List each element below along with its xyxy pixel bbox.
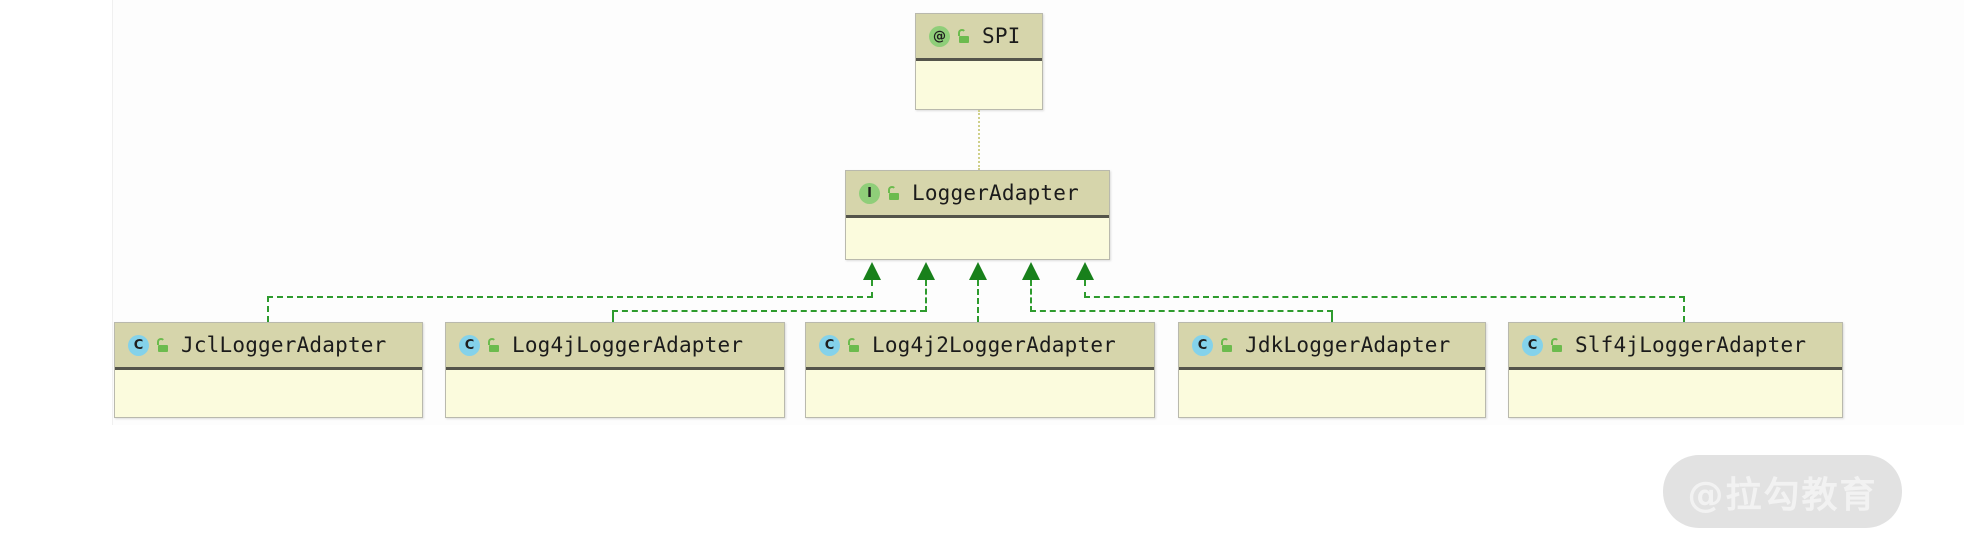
connector-slf4j-riser [1683,296,1685,322]
uml-node-header: C Log4j2LoggerAdapter [806,323,1154,370]
realization-arrowhead-jcl [863,262,881,280]
uml-node-header: C Log4jLoggerAdapter [446,323,784,370]
uml-node-header: @ SPI [916,14,1042,61]
realization-arrowhead-log4j2 [969,262,987,280]
uml-node-title: LoggerAdapter [912,181,1079,205]
watermark-badge: @拉勾教育 [1663,455,1902,528]
connector-jdk-riser [1331,310,1333,322]
uml-node-header: C Slf4jLoggerAdapter [1509,323,1842,370]
uml-node-title: Log4jLoggerAdapter [512,333,744,357]
class-icon: C [1192,334,1213,356]
uml-node-header: I LoggerAdapter [846,171,1109,218]
uml-node-members [916,61,1042,108]
class-icon: C [819,334,840,356]
unlock-icon [1220,338,1233,352]
uml-node-members [806,370,1154,416]
connector-jcl-drop [871,280,873,298]
connector-log4j2-vertical [977,280,979,322]
uml-node-members [446,370,784,416]
realization-arrowhead-log4j [917,262,935,280]
uml-node-header: C JdkLoggerAdapter [1179,323,1485,370]
connector-spi-to-loggeradapter [978,110,980,170]
connector-jcl-riser [267,296,269,322]
watermark-text: @拉勾教育 [1687,474,1878,516]
uml-node-jdk-logger-adapter[interactable]: C JdkLoggerAdapter [1178,322,1486,418]
annotation-icon: @ [929,25,950,47]
uml-node-members [115,370,422,416]
uml-node-title: JdkLoggerAdapter [1245,333,1451,357]
uml-node-title: SPI [982,24,1021,48]
connector-slf4j-drop [1084,280,1086,298]
interface-icon: I [859,182,880,204]
uml-node-members [1179,370,1485,416]
connector-jdk-horizontal [1030,310,1333,312]
class-icon: C [1522,334,1543,356]
unlock-icon [887,186,900,200]
uml-node-header: C JclLoggerAdapter [115,323,422,370]
unlock-icon [156,338,169,352]
realization-arrowhead-jdk [1022,262,1040,280]
uml-node-members [1509,370,1842,416]
unlock-icon [487,338,500,352]
uml-node-logger-adapter[interactable]: I LoggerAdapter [845,170,1110,260]
connector-log4j-drop [925,280,927,312]
uml-node-log4j-logger-adapter[interactable]: C Log4jLoggerAdapter [445,322,785,418]
connector-log4j-riser [612,310,614,322]
connector-log4j-horizontal [612,310,926,312]
connector-slf4j-horizontal [1084,296,1685,298]
class-icon: C [128,334,149,356]
uml-node-title: Log4j2LoggerAdapter [872,333,1117,357]
uml-node-jcl-logger-adapter[interactable]: C JclLoggerAdapter [114,322,423,418]
connector-jcl-horizontal [267,296,873,298]
unlock-icon [957,29,970,43]
unlock-icon [847,338,860,352]
uml-node-title: JclLoggerAdapter [181,333,387,357]
realization-arrowhead-slf4j [1076,262,1094,280]
uml-node-title: Slf4jLoggerAdapter [1575,333,1807,357]
uml-node-slf4j-logger-adapter[interactable]: C Slf4jLoggerAdapter [1508,322,1843,418]
class-icon: C [459,334,480,356]
uml-node-spi[interactable]: @ SPI [915,13,1043,110]
uml-node-members [846,218,1109,258]
unlock-icon [1550,338,1563,352]
connector-jdk-drop [1030,280,1032,312]
uml-node-log4j2-logger-adapter[interactable]: C Log4j2LoggerAdapter [805,322,1155,418]
